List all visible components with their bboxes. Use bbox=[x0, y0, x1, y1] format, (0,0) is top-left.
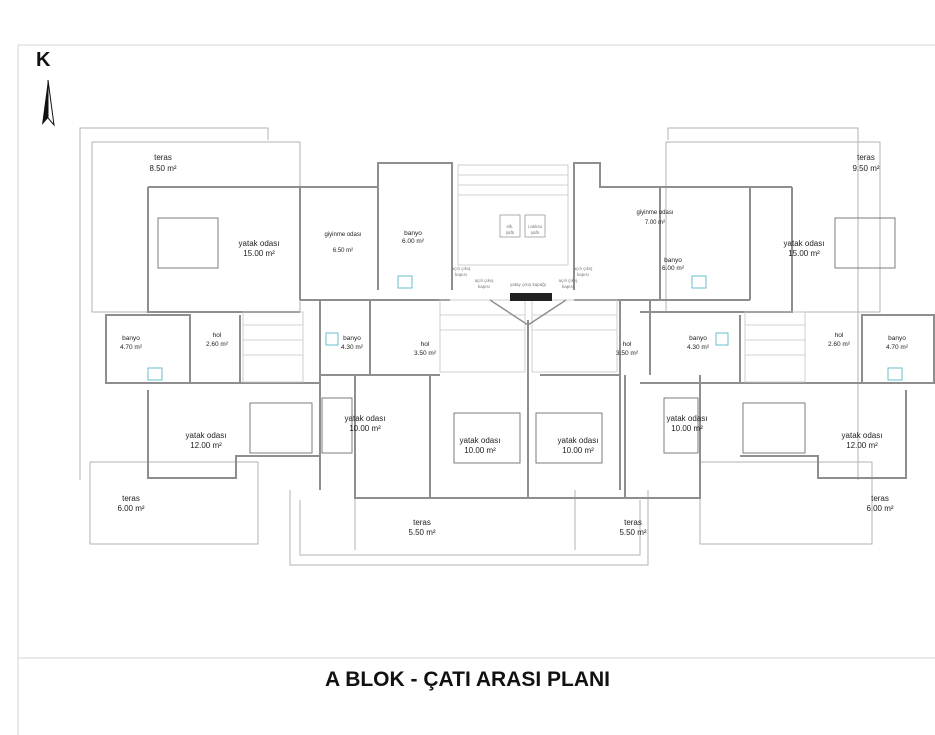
center-hatch-label: yatay çıkış kapağı bbox=[510, 282, 546, 287]
room-name: banyo bbox=[404, 230, 422, 237]
room-name: teras bbox=[871, 494, 889, 503]
hatch-label-3a: açılı çıkış bbox=[574, 266, 594, 271]
room-area: 6.00 m² bbox=[402, 238, 425, 245]
atiksu-shaft-label-1: r.atıksu bbox=[528, 224, 543, 229]
room-name: hol bbox=[835, 332, 844, 339]
hatch-label-4b: kapısı bbox=[562, 284, 574, 289]
room-name: yatak odası bbox=[239, 239, 280, 248]
room-area: 4.30 m² bbox=[341, 344, 364, 351]
sheet-frame bbox=[17, 44, 935, 735]
room-area: 7.00 m² bbox=[645, 220, 665, 226]
roof-hatch bbox=[489, 214, 567, 326]
room-area: 15.00 m² bbox=[243, 249, 275, 258]
elk-shaft-label-2: şaftı bbox=[506, 230, 515, 235]
room-name: giyinme odası bbox=[636, 210, 673, 216]
plan-title: A BLOK - ÇATI ARASI PLANI bbox=[324, 668, 611, 691]
room-labels: teras 8.50 m² teras 9.50 m² yatak odası … bbox=[117, 153, 908, 537]
roof-outline bbox=[79, 127, 881, 566]
room-area: 5.50 m² bbox=[619, 528, 646, 537]
atiksu-shaft-label-2: şaftı bbox=[531, 230, 540, 235]
room-area: 4.30 m² bbox=[687, 344, 710, 351]
elk-shaft-label-1: elk. bbox=[506, 224, 513, 229]
furniture bbox=[157, 217, 896, 464]
room-name: banyo bbox=[689, 335, 707, 342]
room-area: 8.50 m² bbox=[149, 164, 176, 173]
room-name: teras bbox=[624, 518, 642, 527]
room-name: banyo bbox=[122, 335, 140, 342]
north-label: K bbox=[36, 49, 51, 71]
hatch-label-2a: açılı çıkış bbox=[475, 278, 495, 283]
room-name: hol bbox=[623, 341, 632, 348]
room-name: teras bbox=[122, 494, 140, 503]
room-name: banyo bbox=[888, 335, 906, 342]
north-arrow: K bbox=[36, 49, 55, 127]
hatch-label-3b: kapısı bbox=[577, 272, 589, 277]
room-area: 6.00 m² bbox=[866, 504, 893, 513]
room-name: banyo bbox=[343, 335, 361, 342]
room-area: 15.00 m² bbox=[788, 249, 820, 258]
room-area: 2.60 m² bbox=[206, 341, 229, 348]
room-name: teras bbox=[857, 153, 875, 162]
hatch-label-2b: kapısı bbox=[478, 284, 490, 289]
room-area: 4.70 m² bbox=[120, 344, 143, 351]
room-name: hol bbox=[421, 341, 430, 348]
room-area: 6.00 m² bbox=[662, 265, 685, 272]
room-area: 10.00 m² bbox=[671, 424, 703, 433]
room-area: 10.00 m² bbox=[562, 446, 594, 455]
room-name: yatak odası bbox=[558, 436, 599, 445]
room-area: 3.50 m² bbox=[414, 350, 437, 357]
room-area: 9.50 m² bbox=[852, 164, 879, 173]
hatch-label-1b: kapısı bbox=[455, 272, 467, 277]
room-area: 3.50 m² bbox=[616, 350, 639, 357]
room-name: yatak odası bbox=[186, 431, 227, 440]
room-area: 2.60 m² bbox=[828, 341, 851, 348]
room-name: hol bbox=[213, 332, 222, 339]
technical-labels: elk. şaftı r.atıksu şaftı açılı çıkış ka… bbox=[452, 224, 594, 289]
room-name: teras bbox=[154, 153, 172, 162]
room-area: 10.00 m² bbox=[464, 446, 496, 455]
room-area: 10.00 m² bbox=[349, 424, 381, 433]
room-area: 6.00 m² bbox=[117, 504, 144, 513]
room-area: 12.00 m² bbox=[846, 441, 878, 450]
room-name: yatak odası bbox=[460, 436, 501, 445]
hatch-label-1a: açılı çıkış bbox=[452, 266, 472, 271]
room-name: banyo bbox=[664, 257, 682, 264]
room-name: yatak odası bbox=[667, 414, 708, 423]
room-area: 12.00 m² bbox=[190, 441, 222, 450]
room-name: yatak odası bbox=[842, 431, 883, 440]
room-area: 4.70 m² bbox=[886, 344, 909, 351]
room-name: giyinme odası bbox=[324, 232, 361, 238]
room-name: yatak odası bbox=[784, 239, 825, 248]
room-name: teras bbox=[413, 518, 431, 527]
hatch-label-4a: açılı çıkış bbox=[559, 278, 579, 283]
stairs bbox=[242, 164, 806, 383]
room-area: 6.50 m² bbox=[333, 248, 353, 254]
room-area: 5.50 m² bbox=[408, 528, 435, 537]
bathroom-fixtures bbox=[147, 275, 903, 381]
room-name: yatak odası bbox=[345, 414, 386, 423]
